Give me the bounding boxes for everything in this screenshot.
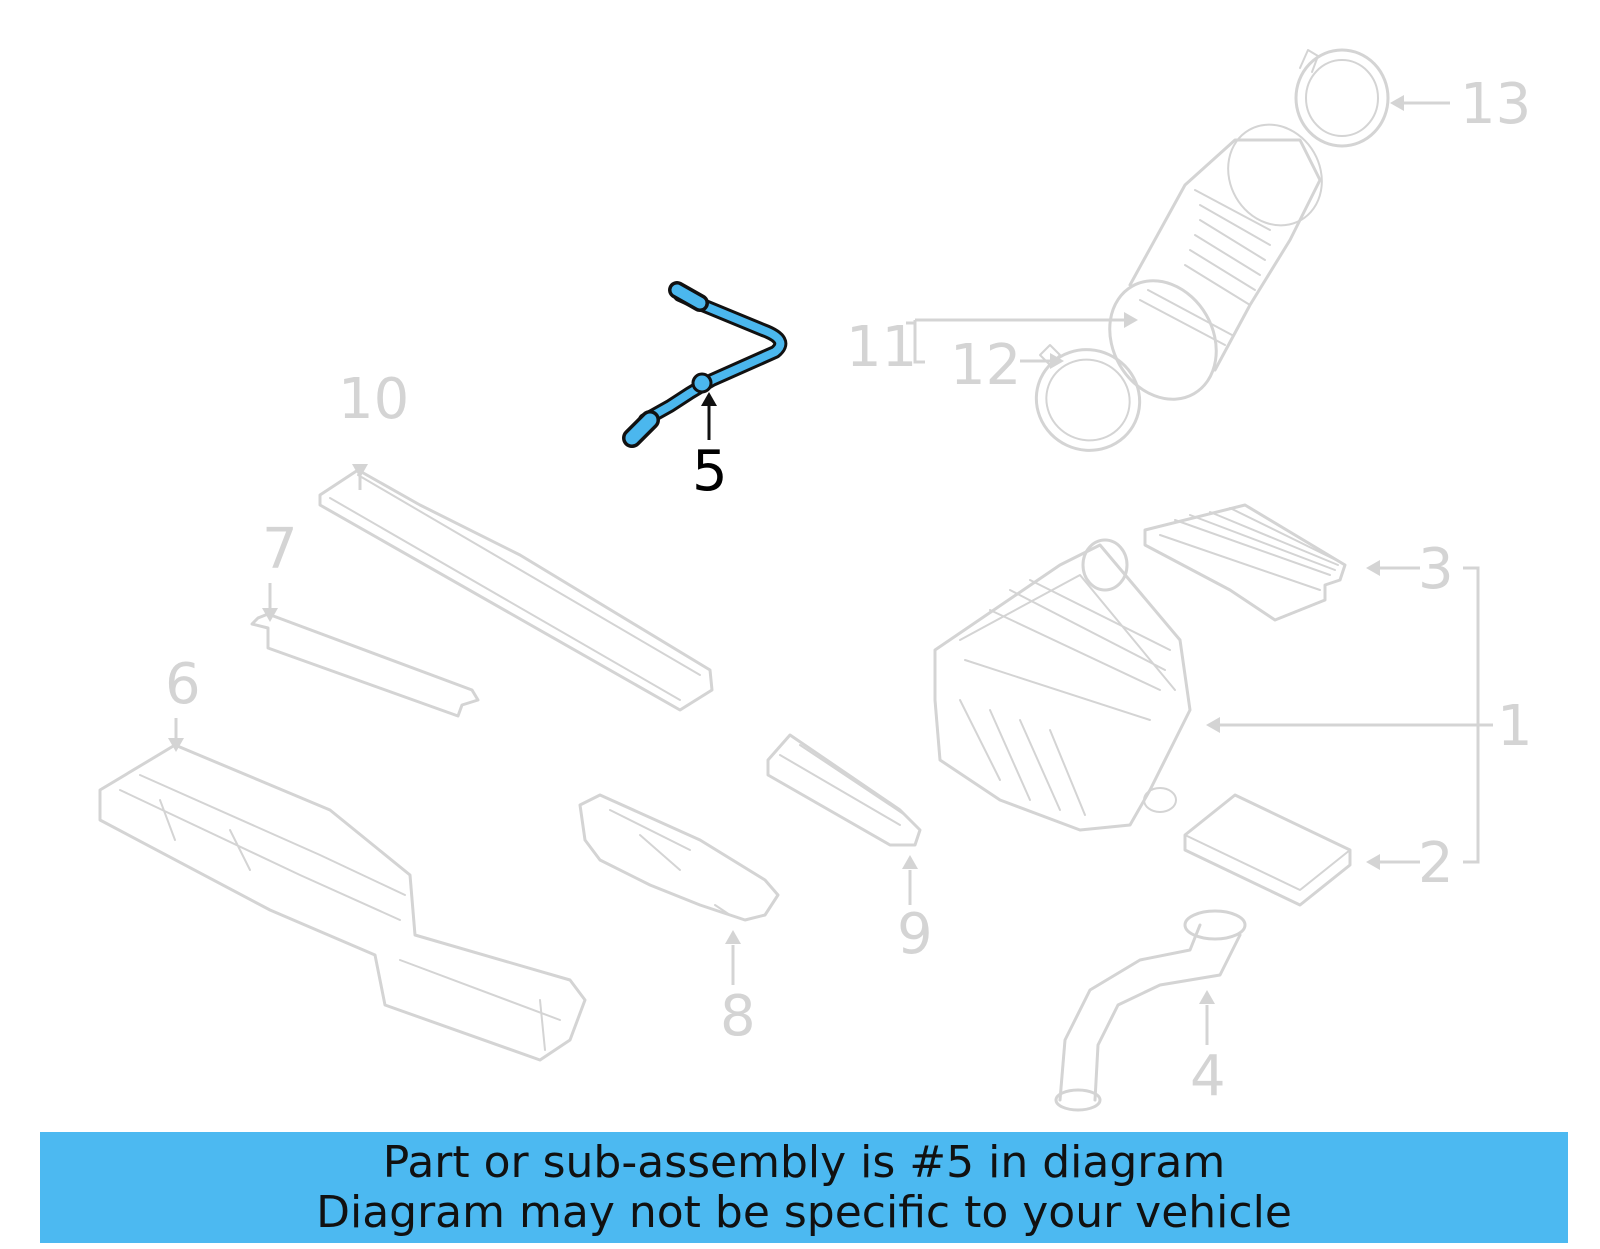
- part-8-bracket: [578, 793, 780, 922]
- callout-3: 3: [1418, 537, 1454, 602]
- leader-5: [701, 392, 717, 440]
- part-3-filter: [1143, 503, 1347, 622]
- info-banner: Part or sub-assembly is #5 in diagram Di…: [40, 1132, 1568, 1243]
- part-13-clamp: [1294, 48, 1390, 148]
- callout-7: 7: [262, 517, 298, 582]
- part-7-strip: [250, 612, 480, 718]
- part-5-vent-hose: [622, 281, 788, 448]
- part-9-duct: [766, 733, 922, 847]
- part-6-duct: [98, 743, 587, 1062]
- callout-5: 5: [692, 439, 728, 504]
- part-12-clamp: [1034, 344, 1142, 452]
- callout-2: 2: [1418, 831, 1454, 896]
- callout-4: 4: [1190, 1044, 1226, 1109]
- callout-10: 10: [338, 367, 409, 432]
- callout-9: 9: [897, 902, 933, 967]
- leader-lines: [168, 95, 1493, 1045]
- part-4-drain-tube: [1054, 909, 1247, 1112]
- part-10-cover: [318, 468, 714, 712]
- part-11-intake-hose: [1108, 123, 1323, 401]
- callout-1: 1: [1497, 694, 1533, 759]
- part-2-filter-pad: [1183, 793, 1352, 907]
- callout-8: 8: [720, 984, 756, 1049]
- banner-line-1: Part or sub-assembly is #5 in diagram: [382, 1136, 1226, 1188]
- part-1-air-box: [933, 538, 1192, 832]
- banner-line-2: Diagram may not be specific to your vehi…: [316, 1186, 1292, 1238]
- callout-12: 12: [950, 333, 1021, 398]
- callout-13: 13: [1460, 72, 1531, 137]
- callout-11: 11: [846, 315, 917, 380]
- callout-6: 6: [165, 652, 201, 717]
